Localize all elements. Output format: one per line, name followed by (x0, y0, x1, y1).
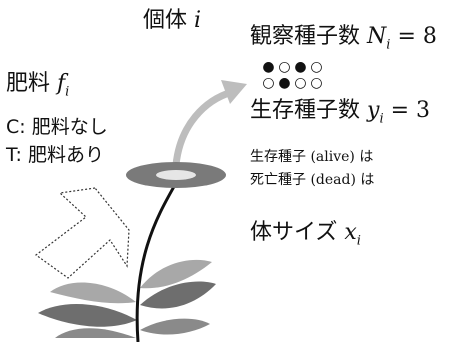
observed-seeds-label: 観察種子数 Ni = 8 (250, 24, 437, 53)
seed-dot: ○ (278, 59, 291, 75)
fertilizer-arrow (34, 187, 130, 279)
seed-dot: ○ (310, 59, 323, 75)
seed-dot: ○ (262, 75, 275, 91)
seed-arrow-shaft (172, 88, 236, 169)
fertilizer-option-c: C: 肥料なし (6, 116, 108, 138)
leaf-front-right (140, 281, 216, 309)
seed-dot: ○ (294, 75, 307, 91)
leaf-back-right (140, 259, 212, 289)
flower-center (156, 170, 196, 180)
seed-dot: ● (294, 59, 307, 75)
fertilizer-option-t: T: 肥料あり (6, 144, 104, 166)
leaf-bottom-right (140, 318, 210, 335)
seed-arrow-head (221, 80, 247, 104)
individual-label: 個体 i (143, 8, 202, 33)
seed-dot: ● (262, 59, 275, 75)
fertilizer-label: 肥料 fi (6, 71, 70, 100)
leaf-back-left (50, 282, 136, 304)
stem (135, 182, 178, 342)
seed-dots-row-2: ○ ● ○ ○ (262, 75, 323, 91)
seed-dot: ● (278, 75, 291, 91)
legend-alive: 生存種子 (alive) は (250, 149, 374, 165)
seed-dot: ○ (310, 75, 323, 91)
leaf-front-left (38, 303, 137, 327)
leaf-bottom-left (55, 328, 136, 338)
body-size-label: 体サイズ xi (250, 220, 361, 249)
legend-dead: 死亡種子 (dead) は (250, 172, 375, 188)
surviving-seeds-label: 生存種子数 yi = 3 (250, 98, 431, 127)
seed-dots-row-1: ● ○ ● ○ (262, 59, 323, 75)
